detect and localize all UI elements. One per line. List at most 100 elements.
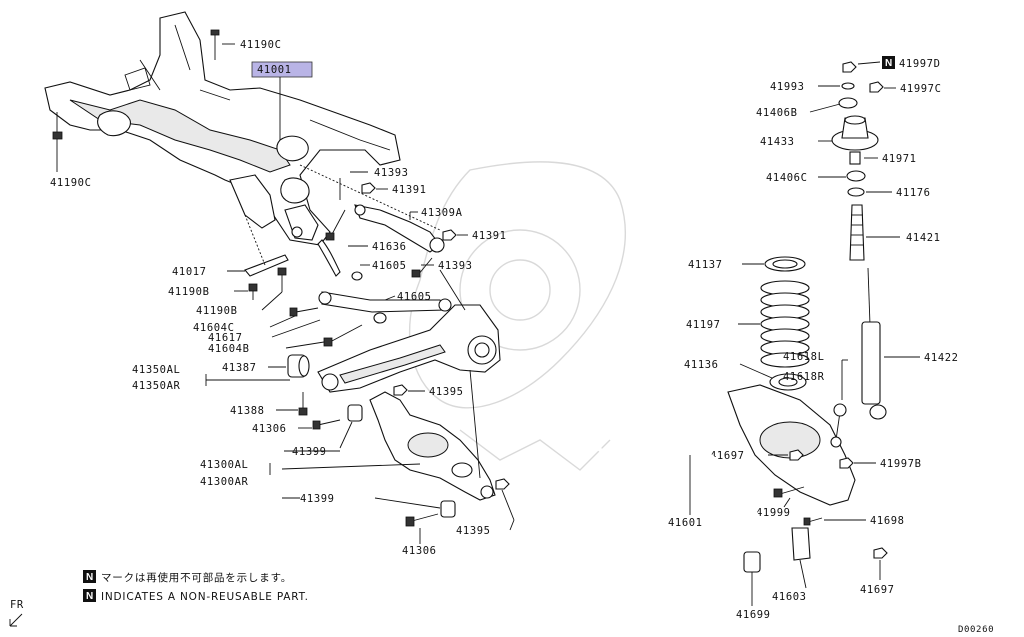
bracket-41017[interactable]: 41017 [172, 254, 289, 278]
bushing-41399-a[interactable]: 41399 [284, 404, 363, 458]
bushing-41399-b[interactable]: 41399 [282, 493, 456, 518]
svg-text:41697: 41697 [860, 584, 895, 596]
nut-41697-a[interactable]: 41697 [710, 449, 804, 462]
svg-text:41699: 41699 [736, 609, 771, 621]
nut-41697-b[interactable]: 41697 [860, 547, 895, 596]
svg-text:N: N [86, 591, 93, 602]
svg-text:41618R: 41618R [783, 371, 825, 383]
svg-text:マークは再使用不可部品を示します。: マークは再使用不可部品を示します。 [101, 571, 292, 584]
bump-stop-41421[interactable]: 41421 [849, 204, 941, 261]
svg-text:41391: 41391 [472, 230, 507, 242]
svg-text:41406B: 41406B [756, 107, 798, 119]
svg-text:41190C: 41190C [50, 177, 92, 189]
bushing-41699[interactable]: 41699 [736, 551, 771, 621]
svg-text:41136: 41136 [684, 359, 719, 371]
nut-41997d[interactable]: N 41997D [842, 56, 941, 73]
svg-text:41399: 41399 [292, 446, 327, 458]
bolt-41698[interactable]: 41698 [803, 515, 905, 527]
bolt-41604b[interactable]: 41604B [208, 324, 363, 355]
washer-41605-b[interactable]: 41605 [373, 291, 432, 324]
washer-41605-a[interactable]: 41605 [351, 260, 407, 281]
svg-text:41601: 41601 [668, 517, 703, 529]
toe-link-41617[interactable]: 41617 [208, 291, 452, 344]
svg-text:41350AL: 41350AL [132, 364, 180, 376]
direction-arrow: FR [9, 599, 24, 627]
legend-jp: N マークは再使用不可部品を示します。 [83, 570, 292, 584]
collar-41971[interactable]: 41971 [849, 151, 917, 165]
bolt-41604c[interactable]: 41604C [193, 307, 319, 334]
coil-spring-41197[interactable]: 41197 [686, 280, 810, 368]
spring-seat-41137[interactable]: 41137 [688, 256, 806, 272]
subframe-crossmember[interactable] [44, 11, 401, 246]
svg-text:41387: 41387 [222, 362, 257, 374]
label-41001[interactable]: 41001 [251, 61, 313, 140]
svg-text:41190B: 41190B [168, 286, 210, 298]
nut-41391-a[interactable]: 41391 [361, 182, 427, 196]
spring-pad-41136[interactable]: 41136 [684, 359, 807, 391]
knuckle-41350[interactable]: 41350AL 41350AR [132, 304, 501, 393]
bushing-41387[interactable]: 41387 [222, 354, 310, 378]
mount-41433[interactable]: 41433 [760, 115, 879, 151]
bolt-41388[interactable]: 41388 [230, 392, 308, 417]
washer-41993[interactable]: 41993 [770, 81, 855, 93]
svg-text:41300AL: 41300AL [200, 459, 248, 471]
svg-text:41636: 41636 [372, 241, 407, 253]
bolt-41190c-left[interactable]: 41190C [50, 112, 92, 189]
svg-text:41395: 41395 [429, 386, 464, 398]
svg-text:41391: 41391 [392, 184, 427, 196]
svg-text:41603: 41603 [772, 591, 807, 603]
shock-absorber-41422[interactable]: 41422 [861, 267, 959, 420]
watermark-emblem [408, 161, 626, 471]
svg-text:41617: 41617 [208, 332, 243, 344]
svg-text:41698: 41698 [870, 515, 905, 527]
svg-text:41999: 41999 [756, 507, 791, 519]
spring-lower-arm [727, 384, 856, 506]
bolt-41306-b[interactable]: 41306 [402, 513, 439, 557]
svg-text:41697: 41697 [710, 450, 745, 462]
stabilizer-bar-41601[interactable]: 41601 [578, 398, 862, 567]
svg-text:41190C: 41190C [240, 39, 282, 51]
svg-text:41618L: 41618L [783, 351, 825, 363]
svg-text:41971: 41971 [882, 153, 917, 165]
bolt-41393-b[interactable]: 41393 [411, 257, 473, 278]
svg-text:41406C: 41406C [766, 172, 808, 184]
bushing-41406c[interactable]: 41406C [766, 170, 866, 184]
svg-text:41604B: 41604B [208, 343, 250, 355]
svg-text:41421: 41421 [906, 232, 941, 244]
svg-text:FR: FR [10, 599, 24, 611]
nut-41997b[interactable]: 41997B [839, 457, 922, 470]
bushing-41406b[interactable]: 41406B [756, 97, 858, 119]
bolt-41306-a[interactable]: 41306 [252, 419, 341, 435]
bracket-41603[interactable]: 41603 [772, 527, 811, 603]
nut-41395-b[interactable]: 41395 [456, 478, 515, 537]
bolt-41999[interactable]: 41999 [756, 486, 805, 519]
nut-41391-b[interactable]: 41391 [442, 229, 507, 242]
svg-text:41137: 41137 [688, 259, 723, 271]
bolt-41190b-a[interactable]: 41190B [168, 283, 258, 300]
svg-text:41395: 41395 [456, 525, 491, 537]
bolt-41190c-top[interactable]: 41190C [210, 29, 282, 60]
link-41636[interactable]: 41636 [317, 239, 407, 277]
leader-lines-left [244, 164, 481, 479]
drawing-code: D00260 [958, 625, 994, 635]
svg-text:41604C: 41604C [193, 322, 235, 334]
svg-text:41422: 41422 [924, 352, 959, 364]
bolt-41190b-b[interactable]: 41190B [196, 267, 287, 317]
nut-41395-a[interactable]: 41395 [393, 384, 464, 398]
upper-arm-41309a[interactable]: 41309A [354, 204, 463, 253]
svg-text:41001: 41001 [257, 64, 292, 76]
svg-text:41190B: 41190B [196, 305, 238, 317]
svg-text:41393: 41393 [438, 260, 473, 272]
svg-text:41997B: 41997B [880, 458, 922, 470]
stabilizer-link-41618[interactable]: 41618L 41618R [783, 351, 848, 448]
seat-41176[interactable]: 41176 [847, 187, 931, 199]
svg-text:41605: 41605 [397, 291, 432, 303]
bolt-41393-a[interactable]: 41393 [325, 167, 409, 241]
svg-text:41309A: 41309A [421, 207, 463, 219]
lower-arm-41300[interactable]: 41300AL 41300AR [200, 391, 496, 501]
svg-text:41197: 41197 [686, 319, 721, 331]
nut-41997c[interactable]: 41997C [869, 81, 942, 95]
svg-text:41306: 41306 [402, 545, 437, 557]
